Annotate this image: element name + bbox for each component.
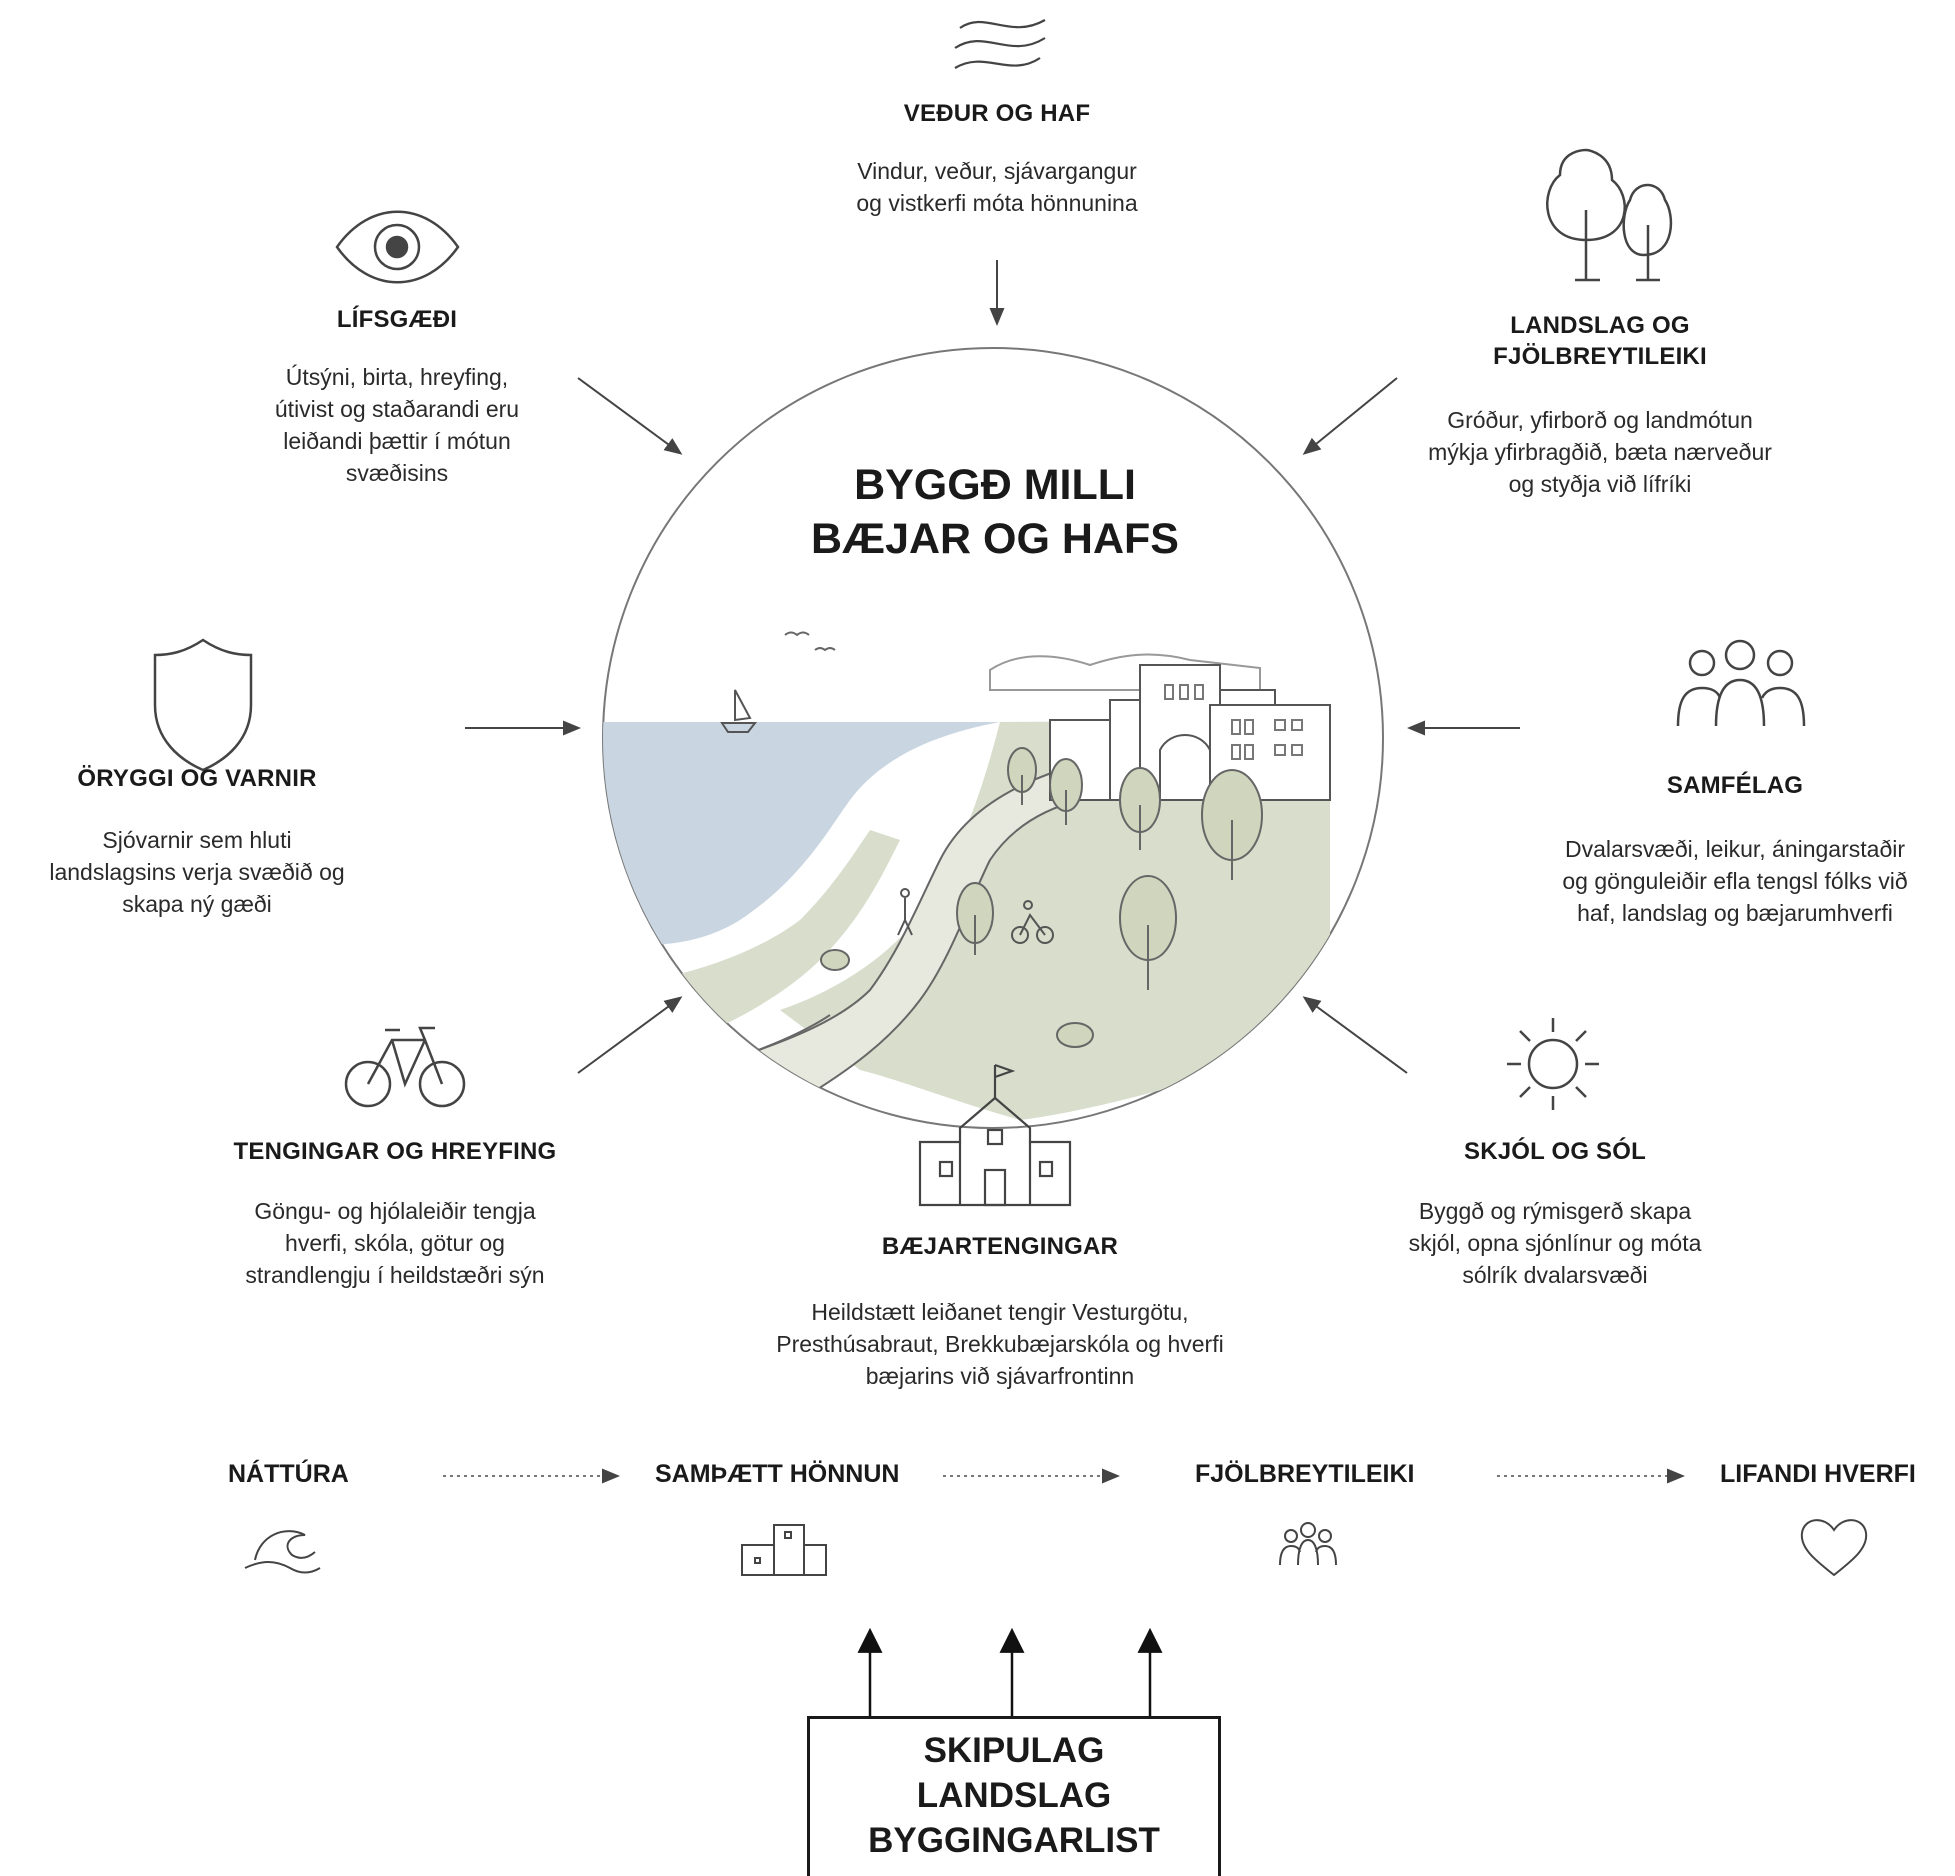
desc-line: hverfi, skóla, götur og (285, 1230, 505, 1256)
theme-vedur-desc: Vindur, veður, sjávargangur og vistkerfi… (797, 155, 1197, 219)
desc-line: landslagsins verja svæðið og (49, 859, 345, 885)
bicycle-icon (344, 1026, 466, 1108)
theme-tengingar-title: TENGINGAR OG HREYFING (233, 1138, 557, 1165)
desc-line: sólrík dvalarsvæði (1462, 1262, 1648, 1288)
foundation-box (807, 1716, 1221, 1876)
arrow-from-lifsgaedi (577, 377, 683, 455)
desc-line: og vistkerfi móta hönnunina (856, 190, 1138, 216)
theme-samfelag: SAMFÉLAG Dvalarsvæði, leikur, áningarsta… (1515, 770, 1955, 929)
eye-icon (335, 210, 460, 284)
desc-line: Sjóvarnir sem hluti (102, 827, 292, 853)
buildings-icon (741, 1524, 827, 1576)
theme-lifsgaedi-desc: Útsýni, birta, hreyfing, útivist og stað… (217, 361, 577, 489)
theme-skjol-title: SKJÓL OG SÓL (1464, 1138, 1646, 1165)
desc-line: mýkja yfirbragðið, bæta nærveður (1428, 439, 1772, 465)
theme-vedur-title: VEÐUR OG HAF (903, 100, 1091, 127)
flow-label-lifandi: LIFANDI HVERFI (1720, 1460, 1916, 1488)
desc-line: og gönguleiðir efla tengsl fólks við (1562, 868, 1908, 894)
flow-label-fjolbreytileiki: FJÖLBREYTILEIKI (1195, 1460, 1415, 1488)
desc-line: svæðisins (345, 460, 449, 486)
theme-landslag-desc: Gróður, yfirborð og landmótun mýkja yfir… (1380, 404, 1820, 500)
theme-skjol-desc: Byggð og rýmisgerð skapa skjól, opna sjó… (1365, 1195, 1745, 1291)
desc-line: Útsýni, birta, hreyfing, (285, 364, 509, 390)
theme-vedur: VEÐUR OG HAF Vindur, veður, sjávargangur… (797, 98, 1197, 219)
coastal-illustration (603, 631, 1331, 1120)
wave-icon (244, 1530, 321, 1574)
foundation-line-3: BYGGINGARLIST (868, 1821, 1160, 1860)
desc-line: Heildstætt leiðanet tengir Vesturgötu, (811, 1299, 1189, 1325)
theme-oryggi-desc: Sjóvarnir sem hluti landslagsins verja s… (12, 824, 382, 920)
desc-line: haf, landslag og bæjarumhverfi (1577, 900, 1893, 926)
heart-icon (1800, 1519, 1868, 1577)
theme-lifsgaedi: LÍFSGÆÐI Útsýni, birta, hreyfing, útivis… (217, 304, 577, 489)
desc-line: Dvalarsvæði, leikur, áningarstaðir (1564, 836, 1906, 862)
school-icon (918, 1063, 1072, 1207)
central-title: BYGGÐ MILLI BÆJAR OG HAFS (745, 458, 1245, 566)
theme-baejar: BÆJARTENGINGAR Heildstætt leiðanet tengi… (700, 1231, 1300, 1392)
trees-icon (1546, 148, 1673, 282)
theme-samfelag-desc: Dvalarsvæði, leikur, áningarstaðir og gö… (1515, 833, 1955, 929)
desc-line: leiðandi þættir í mótun (283, 428, 511, 454)
theme-landslag: LANDSLAG OG FJÖLBREYTILEIKI Gróður, yfir… (1380, 310, 1820, 500)
people-icon-large (1676, 639, 1806, 727)
desc-line: og styðja við lífríki (1508, 471, 1692, 497)
theme-tengingar-desc: Göngu- og hjólaleiðir tengja hverfi, skó… (200, 1195, 590, 1291)
people-icon (1279, 1522, 1337, 1566)
central-title-line2: BÆJAR OG HAFS (811, 515, 1179, 563)
desc-line: skjól, opna sjónlínur og móta (1408, 1230, 1702, 1256)
desc-line: skapa ný gæði (122, 891, 272, 917)
theme-baejar-desc: Heildstætt leiðanet tengir Vesturgötu, P… (700, 1296, 1300, 1392)
arrow-from-tengingar (577, 996, 683, 1074)
theme-oryggi-title: ÖRYGGI OG VARNIR (77, 765, 317, 792)
theme-landslag-title: LANDSLAG OG FJÖLBREYTILEIKI (1380, 310, 1820, 372)
title-line: FJÖLBREYTILEIKI (1493, 343, 1707, 370)
sun-icon (1507, 1018, 1599, 1110)
arrow-from-skjol (1302, 996, 1408, 1074)
desc-line: Presthúsabraut, Brekkubæjarskóla og hver… (776, 1331, 1224, 1357)
flow-label-samthaett: SAMÞÆTT HÖNNUN (655, 1460, 900, 1488)
desc-line: Gróður, yfirborð og landmótun (1447, 407, 1753, 433)
desc-line: strandlengju í heildstæðri sýn (245, 1262, 545, 1288)
theme-baejar-title: BÆJARTENGINGAR (881, 1233, 1119, 1260)
title-line: LANDSLAG OG (1510, 312, 1690, 339)
foundation-line-2: LANDSLAG (916, 1776, 1112, 1815)
theme-tengingar: TENGINGAR OG HREYFING Göngu- og hjólalei… (200, 1136, 590, 1291)
theme-samfelag-title: SAMFÉLAG (1666, 772, 1804, 799)
desc-line: Göngu- og hjólaleiðir tengja (254, 1198, 536, 1224)
desc-line: útivist og staðarandi eru (274, 396, 520, 422)
desc-line: Byggð og rýmisgerð skapa (1418, 1198, 1692, 1224)
flow-label-nattura: NÁTTÚRA (228, 1460, 349, 1488)
theme-lifsgaedi-title: LÍFSGÆÐI (336, 306, 458, 333)
desc-line: bæjarins við sjávarfrontinn (865, 1363, 1135, 1389)
arrow-from-landslag (1302, 377, 1398, 455)
foundation-line-1: SKIPULAG (923, 1731, 1105, 1770)
desc-line: Vindur, veður, sjávargangur (857, 158, 1137, 184)
theme-oryggi: ÖRYGGI OG VARNIR Sjóvarnir sem hluti lan… (12, 763, 382, 920)
waves-icon (954, 19, 1046, 69)
theme-skjol: SKJÓL OG SÓL Byggð og rýmisgerð skapa sk… (1365, 1136, 1745, 1291)
shield-icon (153, 638, 253, 772)
central-title-line1: BYGGÐ MILLI (854, 461, 1136, 509)
